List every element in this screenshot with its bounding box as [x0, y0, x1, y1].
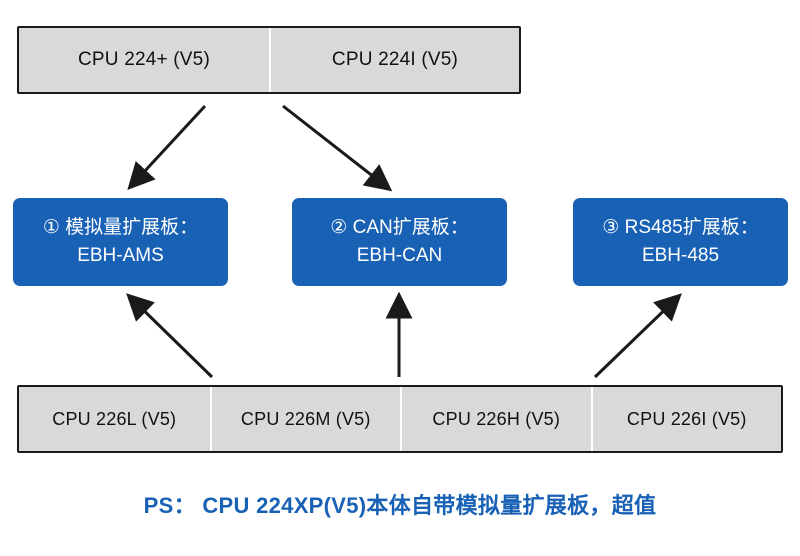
cpu-cell-224plus: CPU 224+ (V5) — [19, 28, 269, 92]
cpu-cell-226l: CPU 226L (V5) — [19, 387, 210, 451]
top-cpu-group: CPU 224+ (V5) CPU 224I (V5) — [17, 26, 521, 94]
board-ams-model: EBH-AMS — [77, 245, 164, 266]
cpu-cell-226h: CPU 226H (V5) — [400, 387, 591, 451]
expansion-board-can: ② CAN扩展板： EBH-CAN — [292, 198, 507, 286]
cpu-cell-226m: CPU 226M (V5) — [209, 387, 400, 451]
arrow-top-to-board2 — [282, 104, 393, 192]
arrow-226l-to-board1 — [126, 293, 214, 379]
board-can-title: ② CAN扩展板： — [330, 216, 469, 238]
arrow-top-to-board1 — [127, 104, 207, 190]
board-485-title: ③ RS485扩展板： — [602, 216, 759, 238]
expansion-board-ams: ① 模拟量扩展板： EBH-AMS — [13, 198, 228, 286]
board-485-model: EBH-485 — [641, 245, 720, 266]
board-can-model: EBH-CAN — [356, 245, 443, 266]
footnote-text: PS： CPU 224XP(V5)本体自带模拟量扩展板，超值 — [143, 493, 657, 518]
arrow-226h-to-board3 — [593, 293, 682, 379]
expansion-board-485: ③ RS485扩展板： EBH-485 — [573, 198, 788, 286]
cpu-cell-224i: CPU 224I (V5) — [269, 28, 519, 92]
bottom-cpu-group: CPU 226L (V5) CPU 226M (V5) CPU 226H (V5… — [17, 385, 783, 453]
cpu-cell-226i: CPU 226I (V5) — [590, 387, 781, 451]
board-ams-title: ① 模拟量扩展板： — [42, 216, 199, 238]
